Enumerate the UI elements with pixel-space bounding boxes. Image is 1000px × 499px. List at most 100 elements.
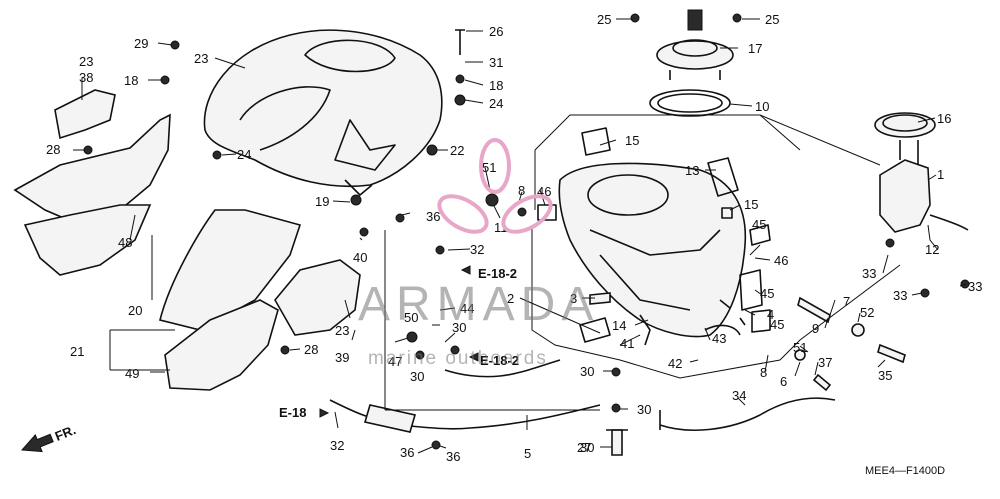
callout-39: 39 (335, 350, 349, 365)
reference-labels: E-18-2 E-18-2 E-18 (279, 265, 519, 420)
callout-26: 26 (489, 24, 503, 39)
callout-3: 3 (570, 291, 577, 306)
callout-23a: 23 (79, 54, 93, 69)
ref-e18-2-lower: E-18-2 (480, 353, 519, 368)
callout-30a: 30 (452, 320, 466, 335)
fuel-pump (879, 140, 969, 233)
callout-14: 14 (612, 318, 626, 333)
watermark-brand: ARMADA (358, 278, 599, 331)
fuel-tank (558, 162, 747, 338)
callout-21: 21 (70, 344, 84, 359)
callout-5: 5 (524, 446, 531, 461)
callout-34: 34 (732, 388, 746, 403)
callout-45b: 45 (760, 286, 774, 301)
front-label: FR. (53, 422, 78, 444)
callout-51a: 51 (482, 160, 496, 175)
callout-30e: 30 (580, 440, 594, 455)
ref-e18-2-upper: E-18-2 (478, 266, 517, 281)
callout-46b: 46 (774, 253, 788, 268)
callout-32b: 32 (330, 438, 344, 453)
breather-hose (659, 397, 836, 431)
callout-43: 43 (712, 331, 726, 346)
callout-7: 7 (843, 294, 850, 309)
callout-15b: 15 (744, 197, 758, 212)
callout-12: 12 (925, 242, 939, 257)
callout-24b: 24 (489, 96, 503, 111)
callout-42: 42 (668, 356, 682, 371)
fuel-filler-cap-assembly (656, 9, 734, 80)
callout-23b: 23 (194, 51, 208, 66)
ref-arrow-upper (460, 265, 471, 275)
callout-41: 41 (620, 336, 634, 351)
tank-frame-outline (384, 114, 901, 411)
side-cover-upper-left (13, 113, 171, 276)
side-cover-lower-left (159, 209, 302, 391)
callout-30c: 30 (580, 364, 594, 379)
callout-29: 29 (134, 36, 148, 51)
fuel-tank-cover (203, 29, 443, 196)
callout-2: 2 (507, 291, 514, 306)
callout-25a: 25 (597, 12, 611, 27)
callout-35: 35 (878, 368, 892, 383)
callout-48: 48 (118, 235, 132, 250)
callout-45a: 45 (752, 217, 766, 232)
callout-20: 20 (128, 303, 142, 318)
callout-33a: 33 (862, 266, 876, 281)
callout-22: 22 (450, 143, 464, 158)
callout-44: 44 (460, 301, 474, 316)
small-hardware (83, 13, 970, 450)
callout-28b: 28 (304, 342, 318, 357)
callout-38: 38 (79, 70, 93, 85)
callout-16: 16 (937, 111, 951, 126)
ref-e18: E-18 (279, 405, 306, 420)
fuel-tube-hose-assembly (329, 359, 601, 433)
drain-bolt (606, 429, 628, 456)
watermark: ARMADA marine outboards (358, 138, 599, 369)
tank-side-cover-bracket (54, 89, 116, 140)
callout-8b: 8 (760, 365, 767, 380)
filler-cap-gasket (649, 89, 731, 117)
callout-45c: 45 (770, 317, 784, 332)
callout-33c: 33 (968, 279, 982, 294)
callout-4: 4 (767, 307, 774, 322)
callout-30d: 30 (637, 402, 651, 417)
watermark-propeller-logo (437, 138, 553, 234)
callout-15a: 15 (625, 133, 639, 148)
ref-arrow-lower (468, 352, 479, 362)
callout-13: 13 (685, 163, 699, 178)
callout-32a: 32 (470, 242, 484, 257)
callout-23c: 23 (335, 323, 349, 338)
callout-numbers: 1 2 3 4 5 6 7 8 8 9 10 11 12 13 14 15 15… (46, 12, 982, 464)
ref-arrow-e18 (319, 408, 330, 418)
callout-24a: 24 (237, 147, 251, 162)
callout-36c: 36 (446, 449, 460, 464)
callout-51b: 51 (793, 340, 807, 355)
callout-36a: 36 (426, 209, 440, 224)
callout-18a: 18 (124, 73, 138, 88)
callout-9: 9 (812, 321, 819, 336)
callout-37: 37 (818, 355, 832, 370)
callout-27: 27 (577, 440, 591, 455)
side-cover-center (274, 259, 361, 336)
callout-30b: 30 (410, 369, 424, 384)
callout-10: 10 (755, 99, 769, 114)
callout-49: 49 (125, 366, 139, 381)
front-direction-marker: FR. (20, 422, 78, 453)
mounting-bolts (794, 296, 906, 392)
callout-18b: 18 (489, 78, 503, 93)
watermark-tagline: marine outboards (368, 348, 548, 369)
callout-52: 52 (860, 305, 874, 320)
callout-47: 47 (388, 354, 402, 369)
diagram-code: MEE4—F1400D (865, 465, 945, 477)
callout-6: 6 (780, 374, 787, 389)
callout-33b: 33 (893, 288, 907, 303)
callout-31: 31 (489, 55, 503, 70)
callout-36b: 36 (400, 445, 414, 460)
callout-50: 50 (404, 310, 418, 325)
callout-28a: 28 (46, 142, 60, 157)
callout-40: 40 (353, 250, 367, 265)
callout-25b: 25 (765, 12, 779, 27)
callout-8a: 8 (518, 183, 525, 198)
fuel-pump-packing (874, 112, 936, 138)
